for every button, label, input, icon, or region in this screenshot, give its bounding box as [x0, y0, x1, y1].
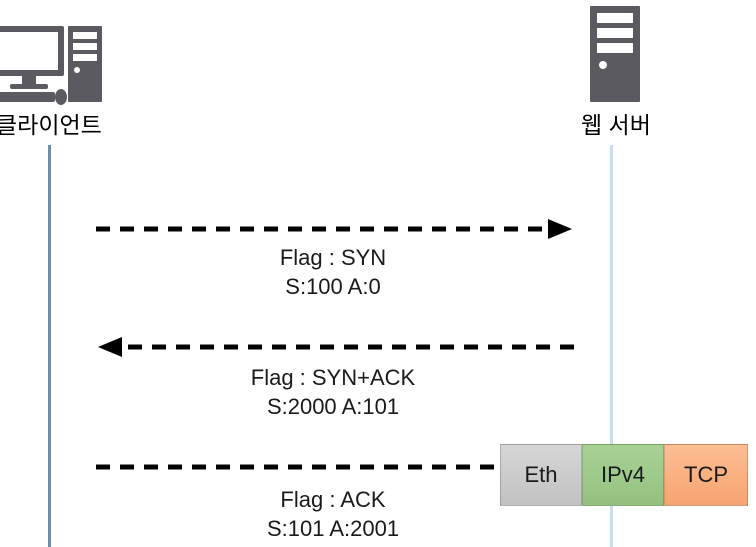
message-label-syn: Flag : SYN S:100 A:0	[183, 243, 483, 301]
packet-layer-tcp: TCP	[664, 444, 748, 506]
message-label-ack: Flag : ACK S:101 A:2001	[183, 485, 483, 543]
message-seq-ack: S:101 A:2001	[266, 516, 400, 541]
server-lifeline	[610, 145, 613, 547]
packet-layer-ipv4: IPv4	[582, 444, 664, 506]
message-arrow-ack	[96, 455, 516, 479]
message-seq-syn-ack: S:2000 A:101	[266, 394, 400, 419]
client-lifeline	[48, 145, 51, 547]
server-tower-icon	[588, 4, 644, 104]
message-label-syn-ack: Flag : SYN+ACK S:2000 A:101	[183, 363, 483, 421]
message-flag-syn-ack: Flag : SYN+ACK	[250, 365, 416, 390]
message-seq-syn: S:100 A:0	[285, 274, 381, 299]
message-flag-ack: Flag : ACK	[280, 487, 386, 512]
client-node-label: 클라이언트	[0, 112, 102, 138]
packet-layer-eth: Eth	[500, 444, 582, 506]
desktop-computer-icon	[0, 22, 104, 106]
message-arrow-syn-ack	[96, 335, 574, 359]
server-node-label: 웹 서버	[581, 112, 651, 138]
packet-header-stack: Eth IPv4 TCP	[500, 444, 748, 506]
message-arrow-syn	[96, 217, 574, 241]
message-flag-syn: Flag : SYN	[279, 245, 387, 270]
